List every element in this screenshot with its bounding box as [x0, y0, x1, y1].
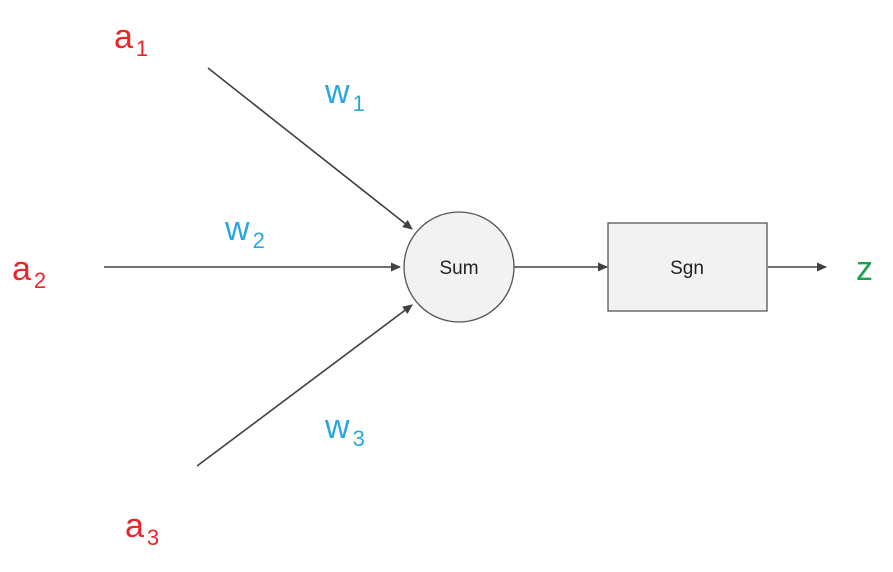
input-a1-base: a	[114, 18, 133, 56]
sum-label: Sum	[439, 258, 478, 279]
weight-w1-sub: 1	[353, 91, 365, 116]
sum-circle	[403, 211, 515, 323]
sgn-box	[607, 222, 768, 312]
input-a1-sub: 1	[136, 36, 148, 61]
input-a2-sub: 2	[34, 268, 46, 293]
sum-node: Sum	[403, 211, 515, 323]
input-a3-sub: 3	[147, 525, 159, 550]
weight-w2-base: w	[224, 210, 250, 248]
weight-w3-base: w	[324, 408, 350, 446]
weight-w1-base: w	[324, 73, 350, 111]
edge-a1-to-sum	[207, 67, 413, 230]
sgn-label: Sgn	[670, 258, 704, 279]
input-a2-base: a	[12, 250, 31, 288]
input-a3-base: a	[125, 507, 144, 545]
weight-w2-sub: 2	[253, 228, 265, 253]
edge-a3-to-sum	[196, 304, 413, 467]
sgn-node: Sgn	[607, 222, 768, 312]
weight-w3-sub: 3	[353, 426, 365, 451]
output-label-z: z	[856, 250, 873, 288]
